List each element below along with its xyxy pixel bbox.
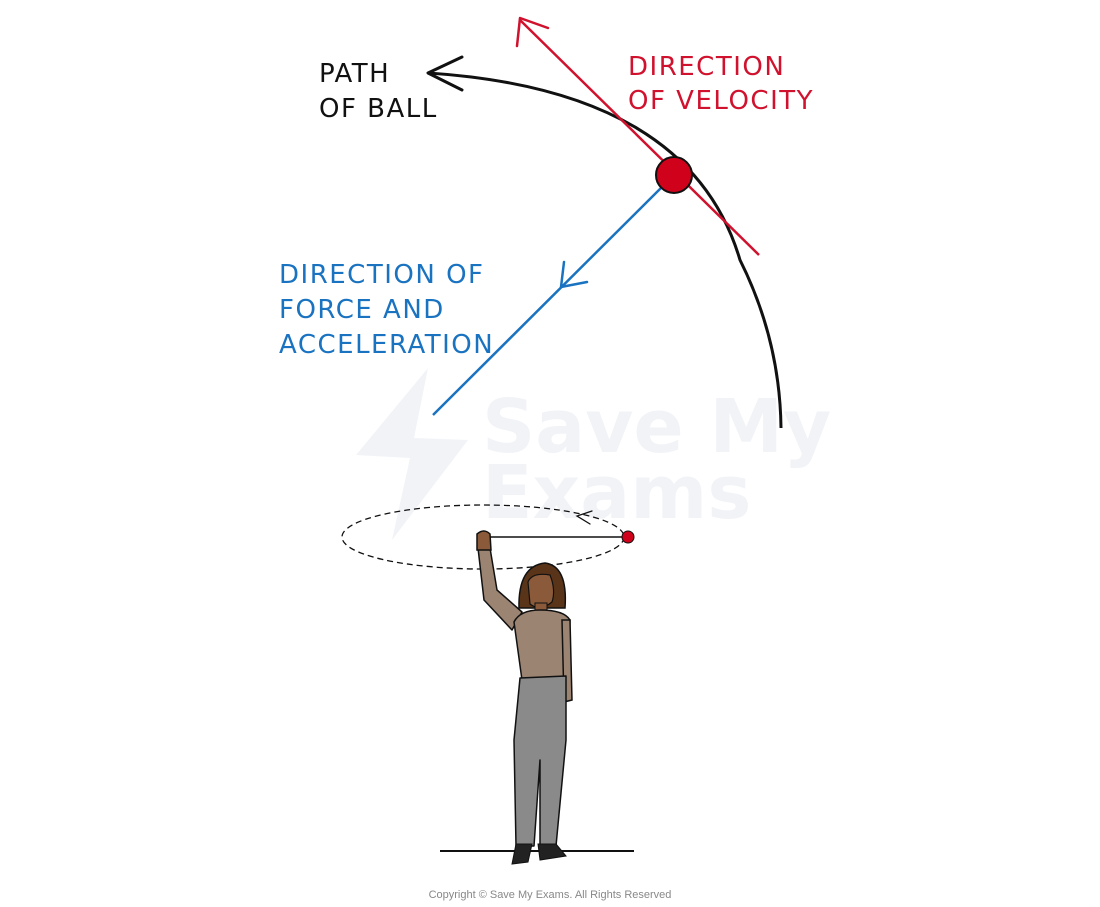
force-line (432, 174, 675, 416)
raised-arm (477, 547, 523, 631)
copyright-notice: Copyright © Save My Exams. All Rights Re… (429, 889, 672, 901)
velocity-label-line2: OF VELOCITY (628, 86, 814, 116)
trousers (513, 675, 567, 847)
watermark-logo: Save My Exams (356, 368, 831, 540)
velocity-arrowhead-icon (515, 16, 550, 48)
watermark-line1: Save My (482, 384, 831, 470)
force-arrowhead-icon (559, 260, 589, 289)
path-label-line1: PATH (319, 59, 390, 89)
watermark-line2: Exams (482, 450, 751, 536)
small-ball (621, 530, 635, 544)
path-of-ball-arc (427, 71, 783, 429)
lightning-bolt-icon (356, 368, 468, 540)
velocity-label-line1: DIRECTION (628, 52, 785, 82)
force-label-line2: FORCE AND (279, 295, 445, 325)
left-shoe (511, 843, 533, 865)
path-arrowhead-icon (426, 55, 464, 92)
person-scene (341, 504, 635, 865)
force-label-line1: DIRECTION OF (279, 260, 484, 290)
path-label-line2: OF BALL (319, 94, 438, 124)
velocity-line (519, 19, 760, 256)
orbit-arrowhead-icon (575, 510, 593, 525)
right-shoe (537, 843, 567, 861)
ball (655, 156, 693, 194)
hand (476, 530, 492, 551)
force-label-line3: ACCELERATION (279, 330, 494, 360)
